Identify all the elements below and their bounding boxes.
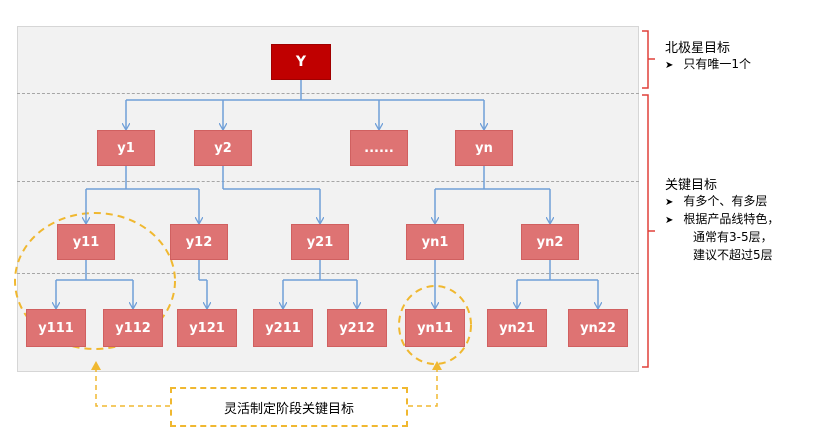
callout-connector — [408, 366, 438, 407]
goal-node: yn21 — [487, 309, 547, 347]
goal-node: y11 — [57, 224, 115, 260]
goal-node: y2 — [194, 130, 252, 166]
goal-node: y12 — [170, 224, 228, 260]
callout-arrowhead — [432, 361, 442, 370]
highlight-circle — [398, 285, 472, 365]
key-goals-bullet-continued: 建议不超过5层 — [693, 248, 773, 262]
north-star-title: 北极星目标 — [665, 41, 731, 56]
north-star-bullet: ➤只有唯一1个 — [665, 57, 752, 71]
key-goals-bullet: ➤根据产品线特色， — [665, 212, 780, 226]
key-goals-bullet: ➤有多个、有多层 — [665, 194, 768, 208]
goal-node: y121 — [177, 309, 237, 347]
key-goals-bullet-continued: 通常有3-5层， — [693, 230, 773, 244]
root-goal-node: Y — [271, 44, 331, 80]
goal-node: y212 — [327, 309, 387, 347]
goal-node: ...... — [350, 130, 408, 166]
goal-node: y211 — [253, 309, 313, 347]
key-goals-bracket — [642, 94, 655, 368]
goal-node: y21 — [291, 224, 349, 260]
level-divider — [17, 181, 639, 182]
level-divider — [17, 273, 639, 274]
goal-node: yn22 — [568, 309, 628, 347]
bullet-arrow-icon: ➤ — [665, 60, 674, 71]
level-divider — [17, 93, 639, 94]
goal-node: yn2 — [521, 224, 579, 260]
key-goals-title: 关键目标 — [665, 178, 718, 193]
goal-node: y112 — [103, 309, 163, 347]
goal-node: y111 — [26, 309, 86, 347]
callout-arrowhead — [91, 361, 101, 370]
goal-node: y1 — [97, 130, 155, 166]
bullet-arrow-icon: ➤ — [665, 215, 674, 226]
highlight-circle — [14, 212, 176, 350]
goal-node: yn — [455, 130, 513, 166]
goal-node: yn1 — [406, 224, 464, 260]
stage-goal-callout: 灵活制定阶段关键目标 — [170, 387, 408, 427]
goal-node: yn11 — [405, 309, 465, 347]
bullet-arrow-icon: ➤ — [665, 197, 674, 208]
callout-connector — [95, 366, 170, 407]
north-star-bracket — [642, 30, 655, 89]
